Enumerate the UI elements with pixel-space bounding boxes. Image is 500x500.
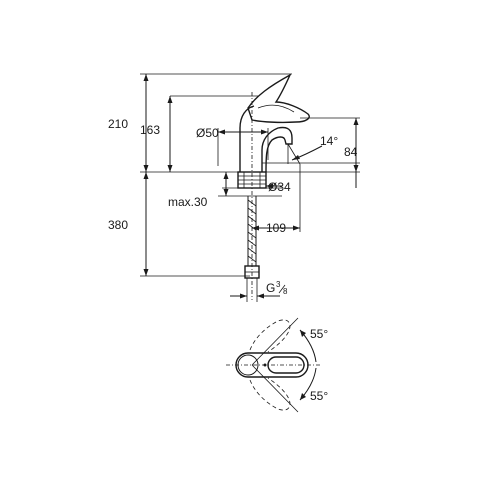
- dim-connection-den: 8: [283, 287, 288, 296]
- dimension-84: [353, 118, 359, 188]
- dim-connection-main: G: [266, 281, 275, 295]
- angle-lower: 55°: [310, 389, 328, 403]
- dimension-163: [167, 96, 173, 172]
- dim-total-height: 210: [108, 117, 128, 131]
- faucet-top-view: [226, 317, 320, 413]
- flexible-hose: [244, 196, 260, 279]
- dim-connection-num: 3: [276, 280, 281, 289]
- dim-projection: 109: [266, 221, 286, 235]
- dim-spout-height: 163: [140, 123, 160, 137]
- mounting-section: [218, 171, 282, 197]
- dim-tilt-angle: 14°: [320, 134, 338, 148]
- angle-14: [287, 143, 323, 165]
- dimension-max30: [223, 172, 229, 196]
- dim-max-thickness: max.30: [168, 195, 208, 209]
- dim-mount-diameter: Ø34: [268, 180, 291, 194]
- dim-hose-length: 380: [108, 218, 128, 232]
- dim-outlet-height: 84: [344, 145, 358, 159]
- dimension-thread: [230, 278, 280, 302]
- dimension-o50: [217, 128, 269, 166]
- dimension-210-380: [143, 74, 149, 276]
- angle-upper: 55°: [310, 327, 328, 341]
- dim-body-diameter: Ø50: [196, 126, 219, 140]
- dimension-o34: [266, 183, 282, 189]
